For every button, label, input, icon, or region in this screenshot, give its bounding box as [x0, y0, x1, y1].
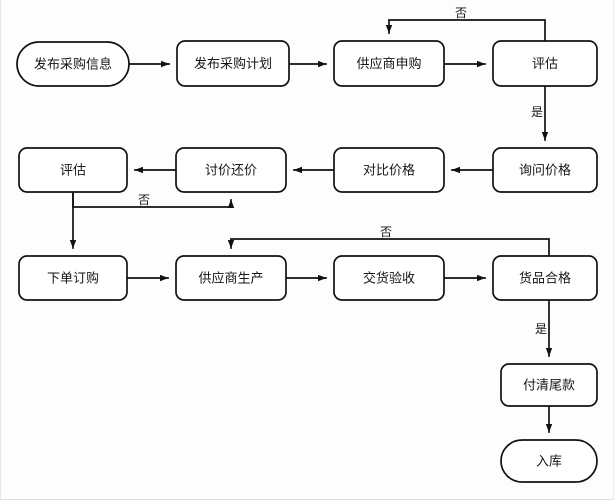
process-shape — [492, 147, 598, 193]
node-label: 询问价格 — [519, 162, 571, 177]
flow-node[interactable]: 供应商生产 — [175, 255, 287, 301]
process-shape — [500, 363, 598, 407]
process-shape — [492, 40, 598, 87]
flow-node[interactable]: 对比价格 — [333, 147, 445, 193]
flow-node[interactable]: 评估 — [492, 40, 598, 87]
flow-node[interactable]: 询问价格 — [492, 147, 598, 193]
flow-node[interactable]: 入库 — [500, 439, 598, 483]
node-label: 入库 — [536, 453, 562, 468]
process-shape — [492, 255, 598, 301]
nodes-layer: 发布采购信息发布采购计划供应商申购评估询问价格对比价格讨价还价评估下单订购供应商… — [16, 40, 598, 483]
process-shape — [333, 255, 445, 301]
flow-node[interactable]: 评估 — [18, 147, 128, 193]
node-label: 付清尾款 — [523, 377, 575, 392]
flow-edge — [72, 191, 235, 208]
flow-node[interactable]: 讨价还价 — [175, 147, 287, 193]
process-shape — [333, 147, 445, 193]
flow-edge — [385, 19, 546, 42]
flow-edge — [227, 238, 550, 257]
process-shape — [333, 40, 445, 87]
flow-node[interactable]: 付清尾款 — [500, 363, 598, 407]
process-shape — [18, 147, 128, 193]
flow-node[interactable]: 发布采购信息 — [16, 41, 130, 87]
process-shape — [176, 40, 290, 87]
node-label: 供应商申购 — [356, 56, 421, 71]
flow-node[interactable]: 发布采购计划 — [176, 40, 290, 87]
process-shape — [18, 255, 128, 301]
edge-label: 否 — [380, 225, 392, 239]
node-label: 下单订购 — [47, 270, 99, 285]
edge-label: 是 — [531, 105, 543, 119]
flow-node[interactable]: 交货验收 — [333, 255, 445, 301]
edges-layer — [69, 19, 553, 433]
terminal-shape — [16, 41, 130, 87]
edge-label: 否 — [455, 6, 467, 20]
node-label: 评估 — [60, 162, 86, 177]
process-shape — [175, 255, 287, 301]
node-label: 货品合格 — [519, 270, 571, 285]
node-label: 交货验收 — [363, 270, 415, 285]
node-label: 发布采购计划 — [194, 56, 272, 71]
flow-node[interactable]: 下单订购 — [18, 255, 128, 301]
node-label: 发布采购信息 — [34, 56, 112, 71]
node-label: 讨价还价 — [205, 162, 257, 177]
process-shape — [175, 147, 287, 193]
node-label: 供应商生产 — [198, 270, 263, 285]
edge-label: 否 — [138, 193, 150, 207]
flow-node[interactable]: 供应商申购 — [333, 40, 445, 87]
flow-node[interactable]: 货品合格 — [492, 255, 598, 301]
edge-label: 是 — [535, 322, 547, 336]
node-label: 评估 — [532, 56, 558, 71]
terminal-shape — [500, 439, 598, 483]
node-label: 对比价格 — [363, 162, 415, 177]
